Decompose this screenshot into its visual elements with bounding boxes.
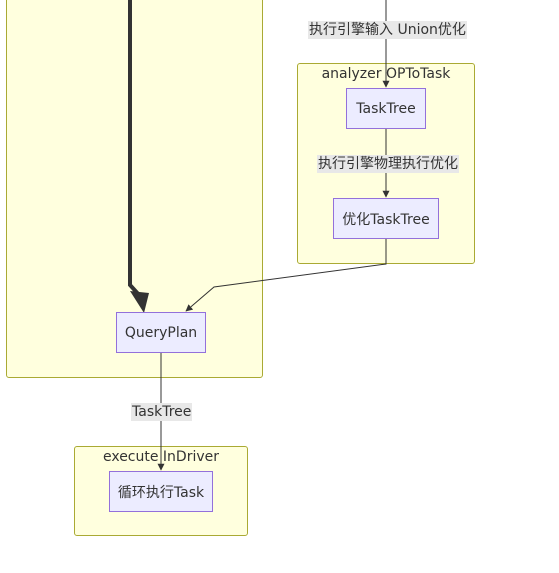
thick-edge-arrowhead — [130, 291, 149, 313]
node-tasktree[interactable]: TaskTree — [346, 88, 426, 129]
edge-label-physical-optimization: 执行引擎物理执行优化 — [317, 155, 459, 173]
node-optimized-tasktree[interactable]: 优化TaskTree — [333, 198, 439, 239]
edge-label-union-optimization: 执行引擎输入 Union优化 — [308, 21, 467, 39]
thick-edge-to-queryplan — [128, 0, 142, 298]
node-loop-execute-task[interactable]: 循环执行Task — [109, 471, 213, 512]
edge-optimized-to-queryplan — [185, 239, 387, 312]
edge-label-plan-to-execute: TaskTree — [131, 403, 193, 421]
node-queryplan[interactable]: QueryPlan — [116, 312, 206, 353]
